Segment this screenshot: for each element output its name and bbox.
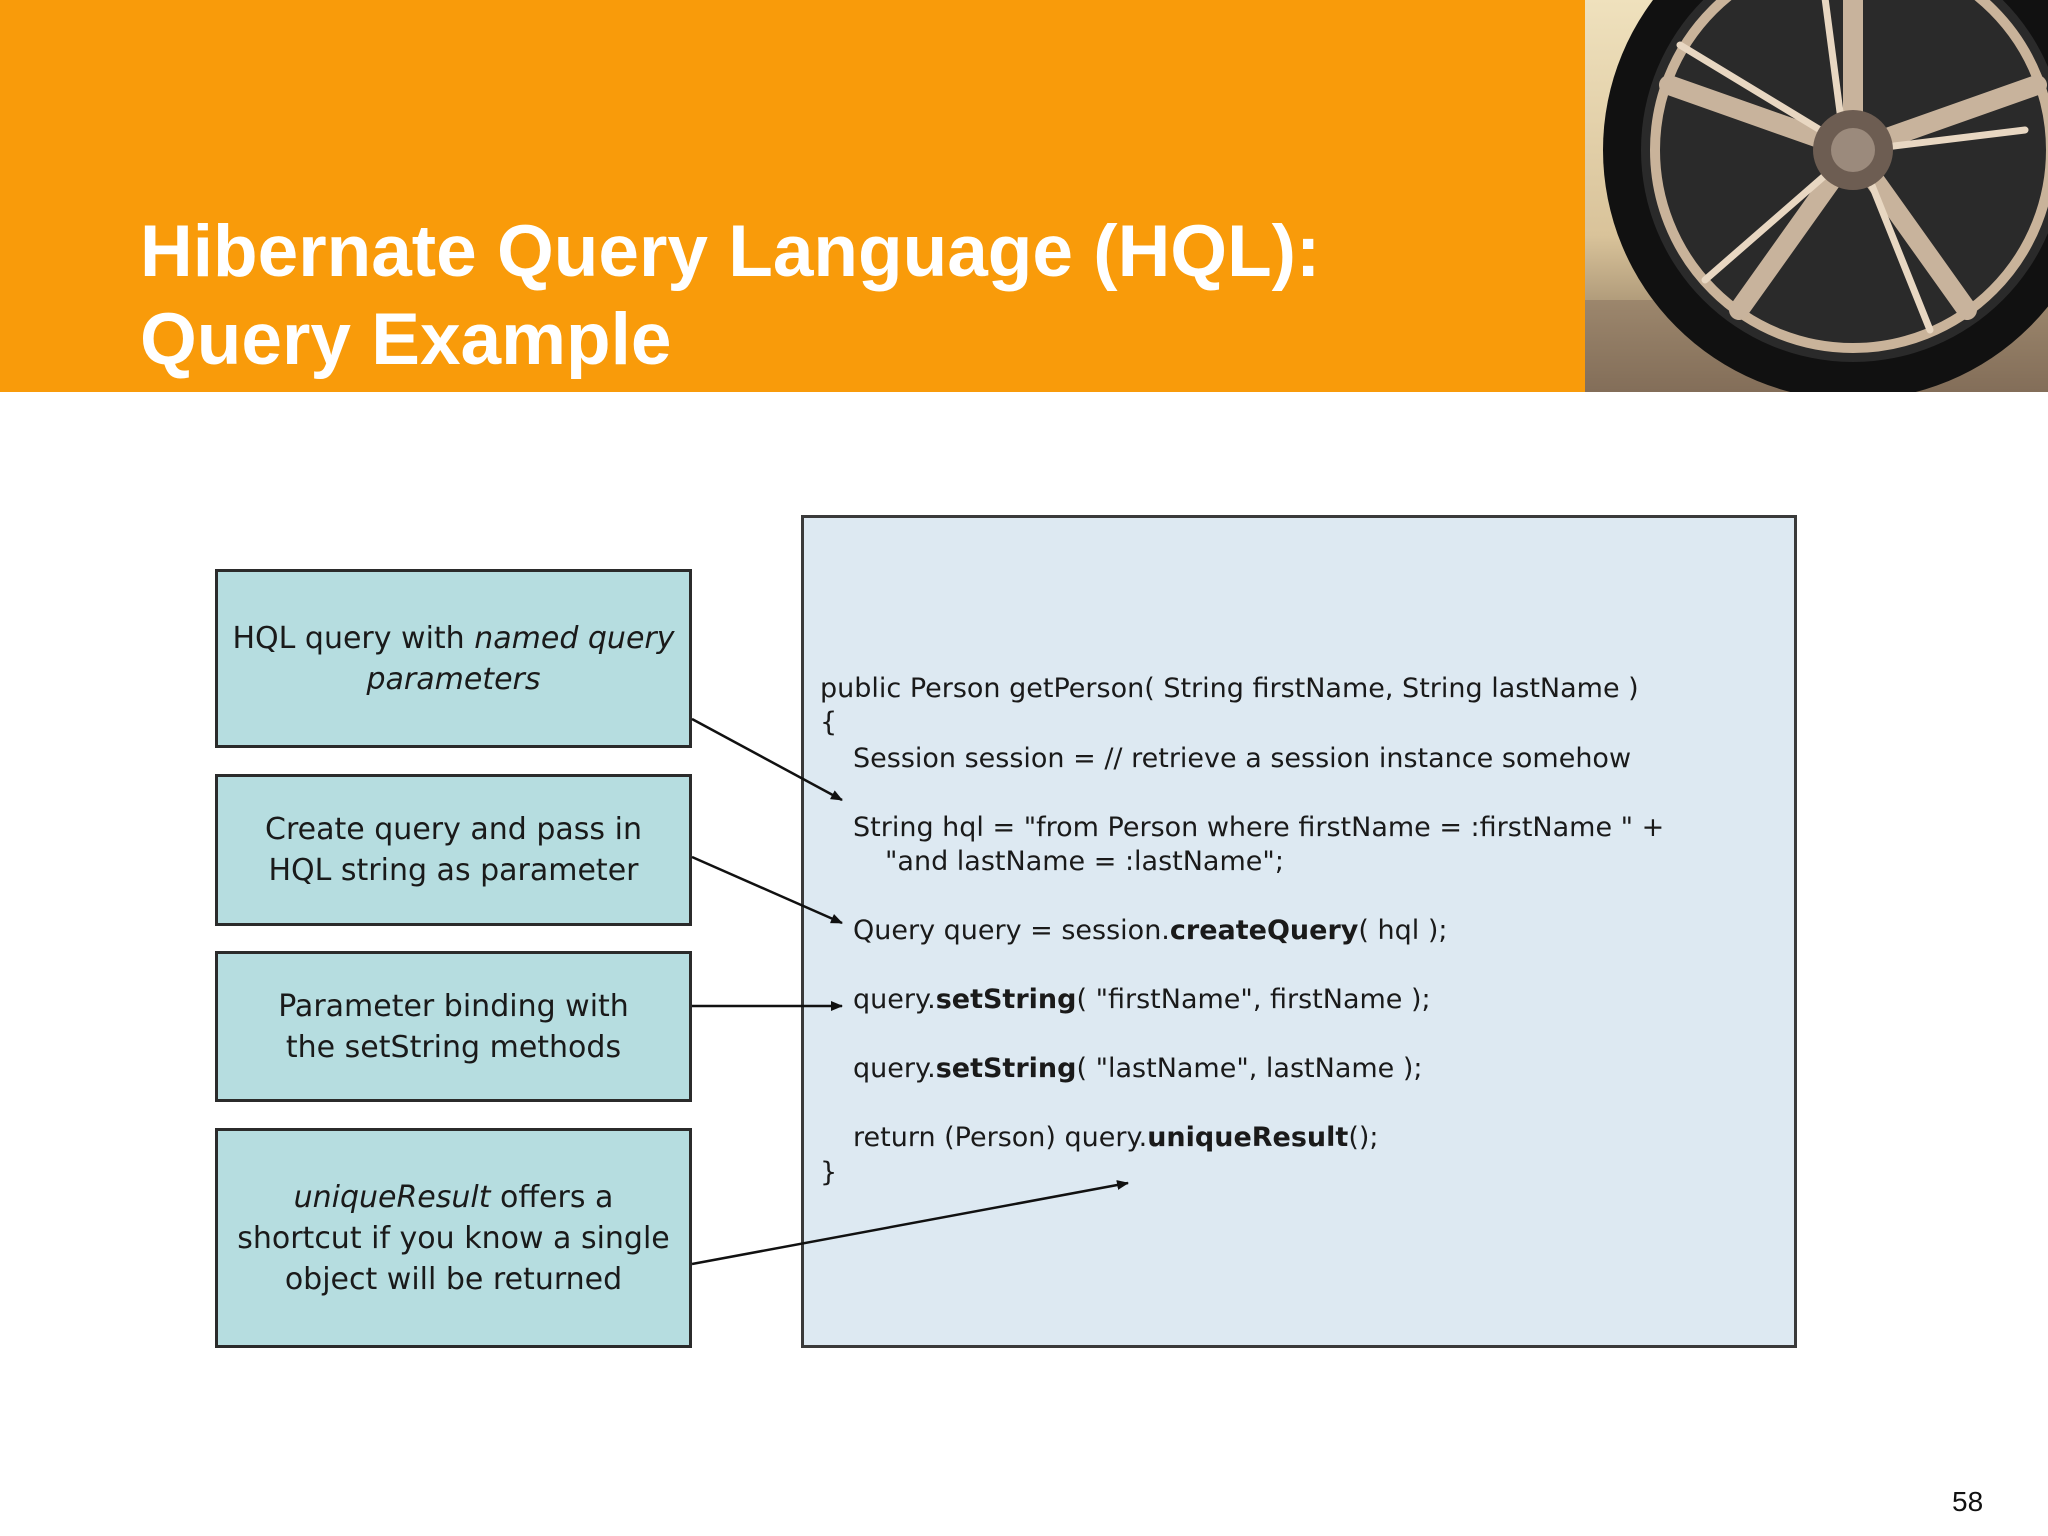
code-8a: query.: [853, 1053, 936, 1084]
code-line-close-brace: }: [820, 1157, 838, 1188]
code-7c: ( "firstName", firstName );: [1076, 984, 1431, 1015]
code-line-set-last-name: query.setString( "lastName", lastName );: [853, 1052, 1423, 1086]
callout-3-line-1: Parameter binding with: [278, 988, 629, 1024]
callout-unique-result: uniqueResult offers a shortcut if you kn…: [215, 1128, 692, 1348]
page-number: 58: [1952, 1486, 1984, 1517]
code-6c: ( hql );: [1358, 915, 1448, 946]
slide-title-line-2: Query Example: [140, 299, 672, 380]
callout-2-line-1: Create query and pass in: [265, 812, 642, 847]
code-7a: query.: [853, 984, 936, 1015]
slide-title: Hibernate Query Language (HQL): Query Ex…: [140, 208, 1320, 384]
code-9a: return (Person) query.: [853, 1122, 1148, 1153]
callout-1-text: HQL query with: [232, 620, 475, 656]
wheel-image: [1585, 0, 2048, 392]
code-7b: setString: [935, 984, 1077, 1015]
code-line-create-query: Query query = session.createQuery( hql )…: [853, 914, 1447, 948]
callout-4-emphasis: uniqueResult: [293, 1179, 491, 1215]
callout-3-line-2: the setString methods: [285, 1029, 622, 1065]
callout-create-query: Create query and pass in HQL string as p…: [215, 774, 692, 926]
code-9c: ();: [1348, 1122, 1379, 1153]
code-line-hql-1: String hql = "from Person where firstNam…: [853, 812, 1665, 843]
title-banner: Hibernate Query Language (HQL): Query Ex…: [0, 0, 1585, 392]
callout-1-emphasis: named query parameters: [366, 620, 675, 697]
code-line-signature: public Person getPerson( String firstNam…: [820, 673, 1639, 704]
slide-title-line-1: Hibernate Query Language (HQL):: [140, 211, 1321, 292]
code-line-open-brace: {: [820, 707, 838, 738]
code-line-hql-2: "and lastName = :lastName";: [885, 846, 1284, 877]
code-6b: createQuery: [1169, 915, 1359, 946]
code-line-session: Session session = // retrieve a session …: [853, 743, 1632, 774]
callout-4-text: offers a shortcut if you know a single o…: [237, 1179, 670, 1297]
callout-named-parameters: HQL query with named query parameters: [215, 569, 692, 748]
code-line-set-first-name: query.setString( "firstName", firstName …: [853, 983, 1431, 1017]
callout-parameter-binding: Parameter binding with the setString met…: [215, 951, 692, 1102]
code-8b: setString: [935, 1053, 1077, 1084]
code-line-return: return (Person) query.uniqueResult();: [853, 1121, 1379, 1155]
code-9b: uniqueResult: [1147, 1122, 1349, 1153]
callout-2-line-2: HQL string as parameter: [268, 853, 639, 888]
code-6a: Query query = session.: [853, 915, 1170, 946]
code-panel: public Person getPerson( String firstNam…: [801, 515, 1797, 1348]
code-8c: ( "lastName", lastName );: [1076, 1053, 1423, 1084]
